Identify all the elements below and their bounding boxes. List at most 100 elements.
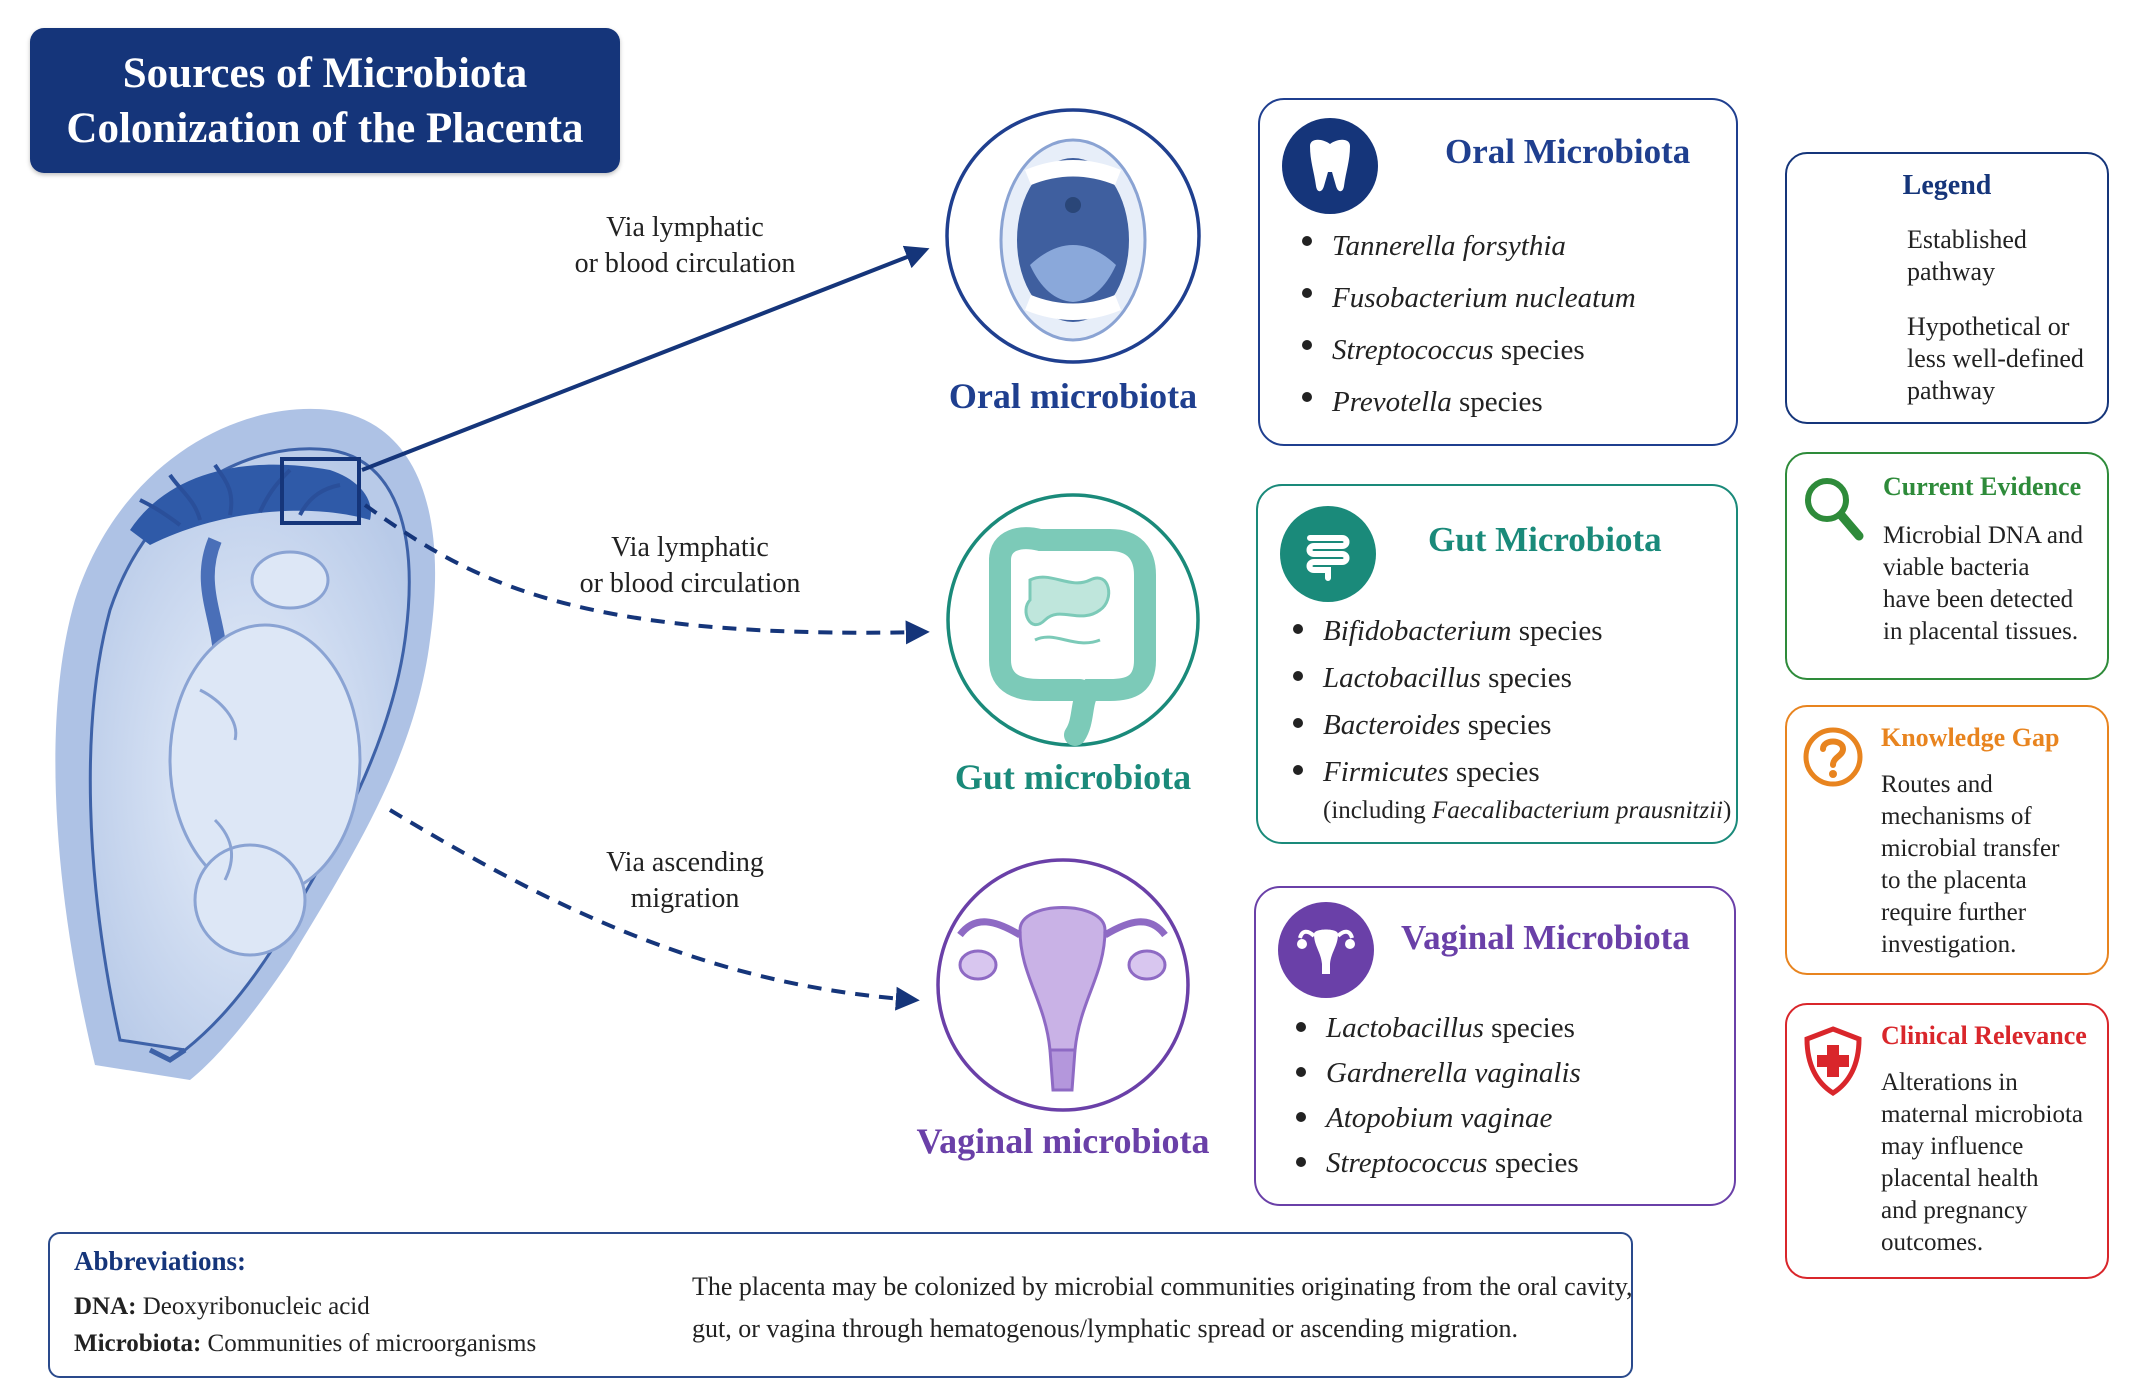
oral-microbiota-box: Oral Microbiota Tannerella forsythia Fus… <box>1258 98 1738 446</box>
summary-text: The placenta may be colonized by microbi… <box>692 1266 1633 1350</box>
gut-species-sub-note: (including Faecalibacterium prausnitzii) <box>1323 796 1731 826</box>
legend-hypothetical-text: Hypothetical or less well-defined pathwa… <box>1907 311 2084 407</box>
abbreviation-term: DNA: <box>74 1293 137 1320</box>
clinical-line: Alterations in <box>1881 1069 2018 1096</box>
uterus-icon-large <box>957 906 1168 1092</box>
species-name: Lactobacillus <box>1323 662 1481 694</box>
species-suffix: species <box>1483 1012 1575 1044</box>
sub-note-species: Faecalibacterium prausnitzii <box>1432 797 1723 824</box>
species-name: Lactobacillus <box>1326 1012 1484 1044</box>
list-item: Lactobacillus species <box>1291 655 1731 702</box>
list-item: Tannerella forsythia <box>1300 220 1636 272</box>
gap-line: microbial transfer <box>1881 835 2060 862</box>
sub-note-suffix: ) <box>1722 797 1732 824</box>
species-name: Streptococcus <box>1332 334 1494 366</box>
list-item: Fusobacterium nucleatum <box>1300 272 1636 324</box>
clinical-relevance-box: Clinical Relevance Alterations in matern… <box>1785 1003 2109 1279</box>
pathway-label-vaginal-line1: Via ascending <box>606 847 764 878</box>
legend-established-line2: pathway <box>1907 257 1996 286</box>
arrow-to-oral <box>361 245 930 472</box>
magnifier-icon <box>1801 474 1865 549</box>
legend-hypothetical-line1: Hypothetical or <box>1907 312 2070 341</box>
gap-line: mechanisms of <box>1881 803 2032 830</box>
gap-heading: Knowledge Gap <box>1881 723 2060 752</box>
clinical-line: maternal microbiota <box>1881 1101 2084 1128</box>
current-evidence-box: Current Evidence Microbial DNA and viabl… <box>1785 452 2109 680</box>
evidence-line: Microbial DNA and <box>1883 522 2083 549</box>
evidence-line: viable bacteria <box>1883 554 2030 581</box>
gap-line: to the placenta <box>1881 867 2027 894</box>
legend-established-line1: Established <box>1907 225 2027 254</box>
tooth-icon <box>1282 118 1378 214</box>
pathway-label-oral-line1: Via lymphatic <box>606 212 764 243</box>
gut-source-circle <box>946 493 1200 747</box>
abbreviation-item: Microbiota: Communities of microorganism… <box>74 1325 536 1362</box>
pathway-label-gut-line1: Via lymphatic <box>611 532 769 563</box>
species-suffix: species <box>1451 386 1543 418</box>
list-item: Streptococcus species <box>1300 324 1636 376</box>
summary-line-1: The placenta may be colonized by microbi… <box>692 1272 1633 1301</box>
vaginal-box-heading: Vaginal Microbiota <box>1401 918 1690 957</box>
clinical-line: and pregnancy <box>1881 1197 2028 1224</box>
sub-note-prefix: (including <box>1323 797 1433 824</box>
intestine-icon <box>1280 506 1376 602</box>
pathway-label-vaginal: Via ascending migration <box>565 845 805 917</box>
vaginal-species-list: Lactobacillus species Gardnerella vagina… <box>1294 1006 1581 1186</box>
list-item: Bifidobacterium species <box>1291 608 1731 655</box>
list-item: Bacteroides species <box>1291 702 1731 749</box>
species-name: Atopobium vaginae <box>1326 1102 1553 1134</box>
evidence-text: Microbial DNA and viable bacteria have b… <box>1883 520 2083 648</box>
abbreviations-heading: Abbreviations: <box>74 1246 247 1276</box>
abbreviations-list: DNA: Deoxyribonucleic acid Microbiota: C… <box>74 1288 536 1362</box>
intestine-icon-large <box>989 527 1156 746</box>
title-line-1: Sources of Microbiota <box>122 49 528 97</box>
vaginal-circle-label: Vaginal microbiota <box>916 1121 1210 1161</box>
gap-line: investigation. <box>1881 931 2017 958</box>
abbreviation-item: DNA: Deoxyribonucleic acid <box>74 1288 536 1325</box>
pathway-label-oral: Via lymphatic or blood circulation <box>560 210 810 282</box>
list-item: Lactobacillus species <box>1294 1006 1581 1051</box>
species-name: Tannerella forsythia <box>1332 230 1566 262</box>
arrow-to-vaginal <box>388 808 920 1011</box>
list-item: Prevotella species <box>1300 376 1636 428</box>
gap-line: Routes and <box>1881 771 1993 798</box>
species-suffix: species <box>1487 1147 1579 1179</box>
clinical-text: Alterations in maternal microbiota may i… <box>1881 1067 2083 1259</box>
oral-source-circle <box>945 108 1201 364</box>
abbreviation-definition: Deoxyribonucleic acid <box>136 1293 370 1320</box>
species-name: Prevotella <box>1332 386 1452 418</box>
evidence-line: in placental tissues. <box>1883 618 2079 645</box>
oral-circle-label: Oral microbiota <box>948 376 1198 416</box>
species-name: Streptococcus <box>1326 1147 1488 1179</box>
question-icon <box>1801 725 1865 794</box>
abbreviation-term: Microbiota: <box>74 1330 202 1357</box>
summary-line-2: gut, or vagina through hematogenous/lymp… <box>692 1314 1519 1343</box>
abbreviations-summary-box: Abbreviations: DNA: Deoxyribonucleic aci… <box>48 1232 1633 1378</box>
legend-hypothetical-line3: pathway <box>1907 376 1996 405</box>
gap-text: Routes and mechanisms of microbial trans… <box>1881 769 2059 961</box>
gut-box-heading: Gut Microbiota <box>1428 520 1662 559</box>
vaginal-source-circle <box>936 858 1190 1112</box>
species-suffix: species <box>1493 334 1585 366</box>
knowledge-gap-box: Knowledge Gap Routes and mechanisms of m… <box>1785 705 2109 975</box>
evidence-heading: Current Evidence <box>1883 472 2082 501</box>
arrow-to-gut <box>363 503 930 645</box>
abbreviation-definition: Communities of microorganisms <box>201 1330 537 1357</box>
placental-vessels <box>139 463 341 527</box>
pathway-label-vaginal-line2: migration <box>630 883 740 914</box>
legend-title: Legend <box>1902 170 1992 201</box>
shield-cross-icon <box>1801 1025 1865 1102</box>
list-item: Firmicutes species (including Faecalibac… <box>1291 749 1731 826</box>
list-item: Gardnerella vaginalis <box>1294 1051 1581 1096</box>
pathway-label-gut-line2: or blood circulation <box>579 568 801 599</box>
gut-circle-label: Gut microbiota <box>954 757 1192 797</box>
species-name: Gardnerella vaginalis <box>1326 1057 1581 1089</box>
species-suffix: species <box>1480 662 1572 694</box>
species-name: Firmicutes <box>1323 756 1449 788</box>
gut-species-list: Bifidobacterium species Lactobacillus sp… <box>1291 608 1731 826</box>
list-item: Atopobium vaginae <box>1294 1096 1581 1141</box>
species-name: Fusobacterium nucleatum <box>1332 282 1636 314</box>
species-suffix: species <box>1511 615 1603 647</box>
